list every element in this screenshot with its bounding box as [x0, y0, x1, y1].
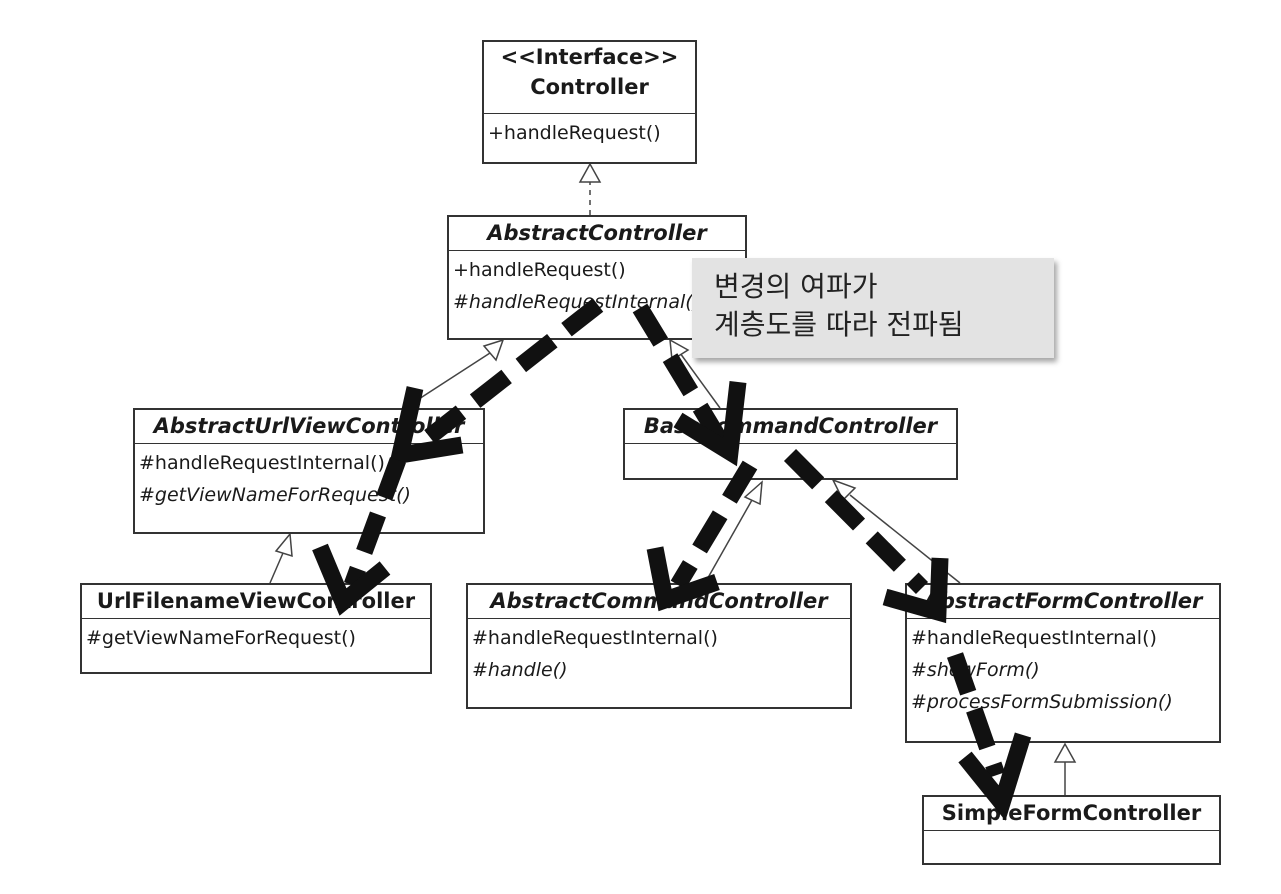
propagation-arrow-shaft [344, 457, 406, 588]
generalization-arrowhead-simpleform [1053, 742, 1077, 763]
propagation-arrow-shaft [783, 449, 929, 594]
method: #showForm() [911, 659, 1040, 681]
propagation-arrowhead [388, 386, 464, 466]
realization-arrowhead [578, 162, 602, 183]
method-list: #handleRequestInternal() #getViewNameFor… [135, 444, 483, 511]
method: +handleRequest() [453, 259, 626, 281]
class-name: AbstractController [449, 217, 745, 251]
class-controller: <<Interface>> Controller +handleRequest(… [482, 40, 697, 164]
class-header: <<Interface>> Controller [484, 42, 695, 114]
annotation-note: 변경의 여파가 계층도를 따라 전파됨 [692, 258, 1054, 358]
method-list: #handleRequestInternal() #showForm() #pr… [907, 619, 1219, 718]
method: #handleRequestInternal() [911, 627, 1157, 649]
propagation-arrowhead [312, 543, 391, 616]
propagation-arrow-shaft [632, 303, 728, 445]
class-name: AbstractFormController [907, 585, 1219, 619]
propagation-arrowhead [882, 557, 949, 624]
propagation-arrow-shaft [946, 652, 1006, 778]
propagation-arrow-shaft [670, 460, 758, 590]
method: #handleRequestInternal() [139, 452, 385, 474]
class-simple-form-controller: SimpleFormController [922, 795, 1221, 865]
method: #handleRequestInternal() [472, 627, 718, 649]
propagation-arrowhead [673, 381, 747, 467]
generalization-arrowhead-urlview [482, 338, 505, 362]
method: #processFormSubmission() [911, 691, 1173, 713]
propagation-arrowhead [958, 732, 1032, 821]
method: #getViewNameForRequest() [139, 484, 411, 506]
method: #handle() [472, 659, 568, 681]
class-name: SimpleFormController [924, 797, 1219, 831]
propagation-arrowhead [646, 546, 720, 612]
generalization-arrowhead-abstractform [831, 478, 857, 502]
method-list: #getViewNameForRequest() [82, 619, 430, 654]
generalization-arrowhead-abstractcommand [743, 480, 763, 506]
generalization-line-abstractcommand [704, 499, 753, 584]
note-line: 계층도를 따라 전파됨 [714, 308, 964, 341]
class-abstract-controller: AbstractController +handleRequest() #han… [447, 215, 747, 340]
class-url-filename-view-controller: UrlFilenameViewController #getViewNameFo… [80, 583, 432, 674]
note-line: 변경의 여파가 [714, 270, 878, 303]
generalization-line-basecommand [679, 352, 721, 409]
class-name: Controller [530, 75, 649, 99]
generalization-line-urlfilename [269, 552, 284, 584]
method: #getViewNameForRequest() [86, 627, 356, 649]
method-list: +handleRequest() #handleRequestInternal(… [449, 251, 745, 318]
generalization-arrowhead-urlfilename [274, 532, 293, 558]
method: #handleRequestInternal() [453, 291, 701, 313]
propagation-arrow-shaft [422, 298, 604, 445]
method: +handleRequest() [488, 122, 661, 144]
stereotype-label: <<Interface>> [500, 45, 679, 69]
method-list: #handleRequestInternal() #handle() [468, 619, 850, 686]
method-list: +handleRequest() [484, 114, 695, 149]
